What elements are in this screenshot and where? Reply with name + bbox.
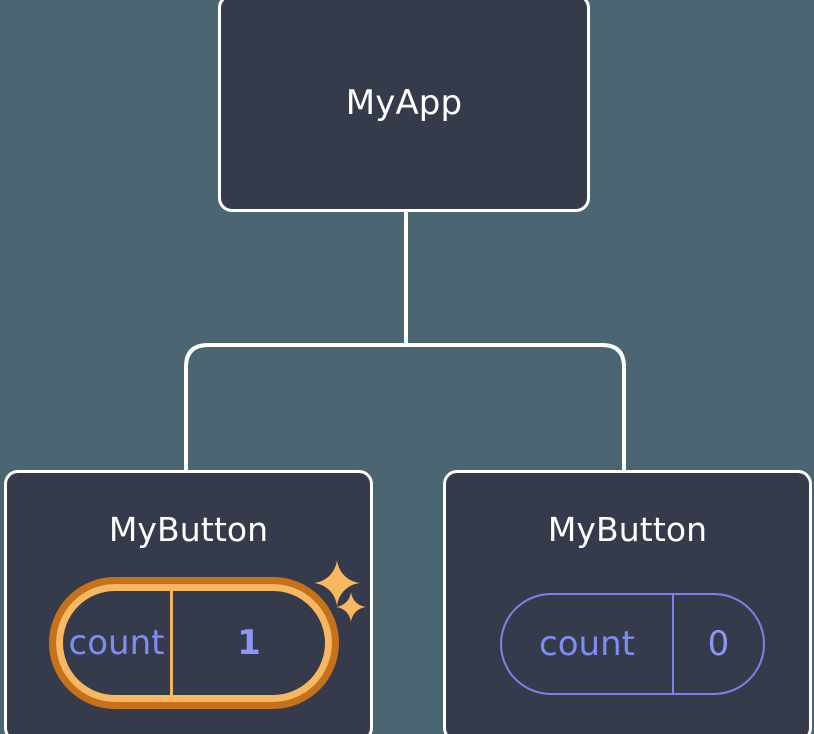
state-key-count-right: count bbox=[502, 595, 674, 693]
state-pill-inner-ring: count 1 bbox=[56, 584, 332, 702]
node-mybutton-right[interactable]: MyButton count 0 bbox=[443, 470, 812, 734]
state-pill-highlighted[interactable]: count 1 bbox=[49, 577, 339, 709]
node-mybutton-right-label: MyButton bbox=[547, 510, 708, 549]
state-pill-plain[interactable]: count 0 bbox=[500, 593, 765, 695]
node-mybutton-left-label: MyButton bbox=[108, 510, 269, 549]
node-myapp[interactable]: MyApp bbox=[218, 0, 590, 212]
node-mybutton-left[interactable]: MyButton count 1 bbox=[4, 470, 373, 734]
node-myapp-label: MyApp bbox=[345, 83, 463, 123]
state-value-left: 1 bbox=[237, 623, 261, 663]
state-value-right: 0 bbox=[707, 624, 730, 664]
state-key-count-left: count bbox=[63, 591, 173, 695]
